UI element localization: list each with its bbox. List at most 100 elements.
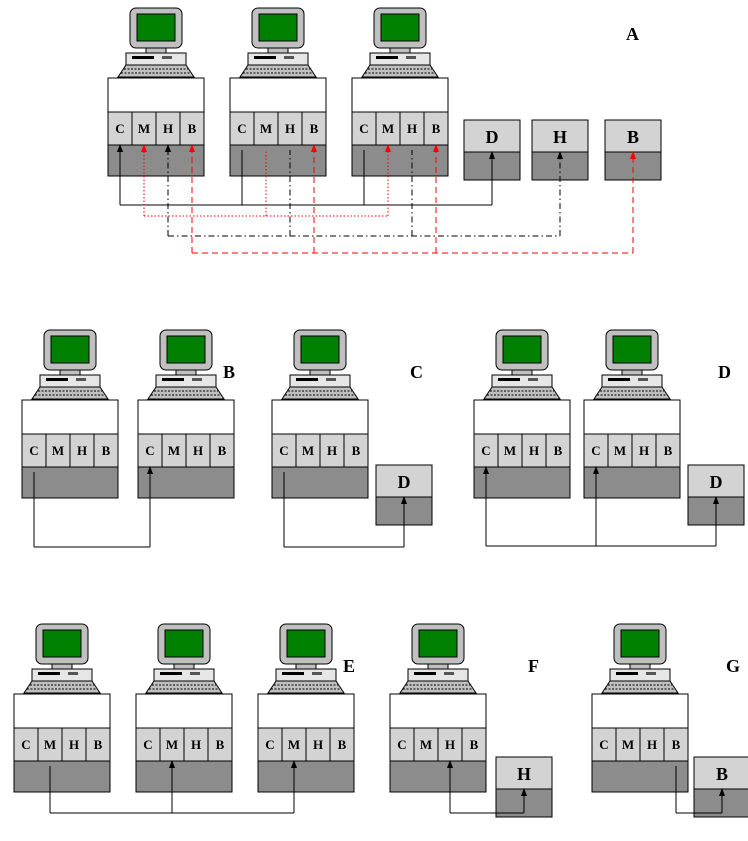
unit-bottom <box>13 760 111 793</box>
unit-top <box>135 693 233 729</box>
drive-slot <box>326 378 336 381</box>
device-top <box>693 756 748 790</box>
device-label: B <box>716 764 728 784</box>
port-label-h: H <box>647 737 657 752</box>
port-label-m: M <box>52 443 64 458</box>
port-label-c: C <box>21 737 30 752</box>
panel-label-a: A <box>626 24 639 44</box>
unit-top <box>473 399 571 435</box>
device-bottom <box>604 151 662 181</box>
port-label-m: M <box>504 443 516 458</box>
monitor-stand <box>629 663 651 670</box>
unit-bottom <box>389 760 487 793</box>
port-label-m: M <box>288 737 300 752</box>
port-label-b: B <box>432 121 441 136</box>
monitor-stand <box>145 47 167 54</box>
unit-bottom <box>21 466 119 499</box>
drive-slot <box>76 378 86 381</box>
drive-slot <box>190 672 200 675</box>
monitor-stand <box>389 47 411 54</box>
connector-e-m <box>49 760 297 814</box>
keyboard <box>117 64 195 78</box>
port-label-h: H <box>639 443 649 458</box>
port-label-c: C <box>599 737 608 752</box>
connector-d-c <box>483 466 719 547</box>
device-label: D <box>398 472 411 492</box>
unit-bottom <box>229 144 327 177</box>
port-label-b: B <box>352 443 361 458</box>
port-label-c: C <box>481 443 490 458</box>
monitor-icon <box>117 7 195 78</box>
connector-h <box>165 144 563 237</box>
monitor-screen <box>300 335 340 364</box>
keyboard <box>483 386 561 400</box>
monitor-icon <box>399 623 477 694</box>
unit-top <box>21 399 119 435</box>
monitor-icon <box>239 7 317 78</box>
device-label: H <box>553 127 567 147</box>
port-label-m: M <box>138 121 150 136</box>
port-label-c: C <box>115 121 124 136</box>
panel-label-f: F <box>528 656 539 676</box>
drive-slot <box>376 56 398 59</box>
unit-top <box>13 693 111 729</box>
monitor-icon <box>593 329 671 400</box>
connector-c <box>117 144 495 206</box>
port-label-h: H <box>285 121 295 136</box>
port-label-b: B <box>338 737 347 752</box>
drive-slot <box>638 378 648 381</box>
port-label-b: B <box>188 121 197 136</box>
drive-slot <box>132 56 154 59</box>
monitor-icon <box>23 623 101 694</box>
monitor-icon <box>483 329 561 400</box>
monitor-screen <box>612 335 652 364</box>
port-label-b: B <box>94 737 103 752</box>
port-label-h: H <box>77 443 87 458</box>
drive-slot <box>406 56 416 59</box>
drive-slot <box>414 672 436 675</box>
unit-bottom <box>137 466 235 499</box>
port-label-c: C <box>359 121 368 136</box>
drive-slot <box>616 672 638 675</box>
unit-top <box>351 77 449 113</box>
port-label-b: B <box>554 443 563 458</box>
port-label-m: M <box>420 737 432 752</box>
unit-bottom <box>257 760 355 793</box>
drive-slot <box>528 378 538 381</box>
monitor-screen <box>166 335 206 364</box>
port-label-b: B <box>218 443 227 458</box>
panel-label-e: E <box>343 656 355 676</box>
monitor-icon <box>145 623 223 694</box>
keyboard <box>23 680 101 694</box>
device-label: D <box>486 127 499 147</box>
unit-top <box>229 77 327 113</box>
monitor-stand <box>295 663 317 670</box>
monitor-screen <box>42 629 82 658</box>
connector-f-h <box>447 760 527 814</box>
monitor-icon <box>361 7 439 78</box>
connector-m <box>141 144 391 217</box>
unit-top <box>137 399 235 435</box>
drive-slot <box>46 378 68 381</box>
panel-label-b: B <box>223 362 235 382</box>
keyboard <box>239 64 317 78</box>
unit-top <box>583 399 681 435</box>
port-label-b: B <box>664 443 673 458</box>
drive-slot <box>192 378 202 381</box>
monitor-screen <box>258 13 298 42</box>
connector-c-c <box>283 472 407 548</box>
monitor-icon <box>31 329 109 400</box>
device-top <box>463 119 521 153</box>
monitor-stand <box>175 369 197 376</box>
monitor-stand <box>309 369 331 376</box>
unit-bottom <box>591 760 689 793</box>
